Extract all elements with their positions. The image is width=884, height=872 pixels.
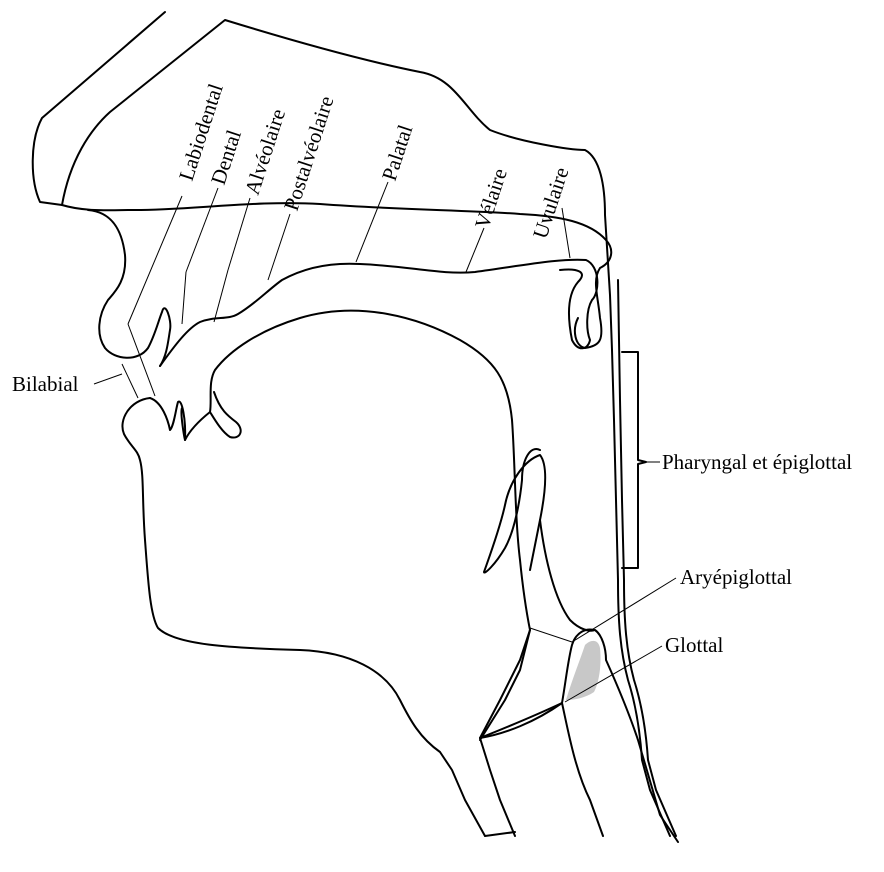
label-bilabial: Bilabial [12,372,79,396]
leader-postalveolaire [268,214,290,280]
label-aryepiglottal: Aryépiglottal [680,565,792,589]
label-velaire: Vélaire [470,165,512,231]
pharynx-back-wall-inner [618,280,676,836]
tongue-tip-outline [210,392,241,438]
leader-labiodental [128,196,182,324]
leader-dental-b [182,272,186,324]
label-alveolaire: Alvéolaire [240,106,290,198]
leader-alveolaire [228,198,250,270]
pharyngal-bracket [622,352,646,568]
leader-palatal [356,182,388,262]
label-pharyngal: Pharyngal et épiglottal [662,450,852,474]
bottom-cut [485,832,515,836]
upper-lip-outline [88,210,170,366]
nose-bridge-outline [33,12,165,205]
leader-bilabial [94,374,122,384]
label-postalveolaire: Postalvéolaire [279,93,339,214]
leader-bilabial-b [122,364,138,398]
trachea-back [562,703,603,836]
label-palatal: Palatal [377,122,418,184]
palate-upper-line [62,203,606,240]
nasal-cavity-outline [62,20,612,350]
leader-uvulaire [562,208,570,258]
lower-teeth-outline [150,398,185,440]
tongue-outline [185,311,530,740]
leader-velaire [466,228,484,272]
uvula-outline [575,240,611,348]
leader-aryepiglottal-b [530,628,572,642]
leader-alveolaire-b [214,270,228,322]
leader-dental [186,188,218,272]
lower-lip-outline [122,398,485,836]
label-glottal: Glottal [665,633,723,657]
label-uvulaire: Uvulaire [528,164,574,241]
